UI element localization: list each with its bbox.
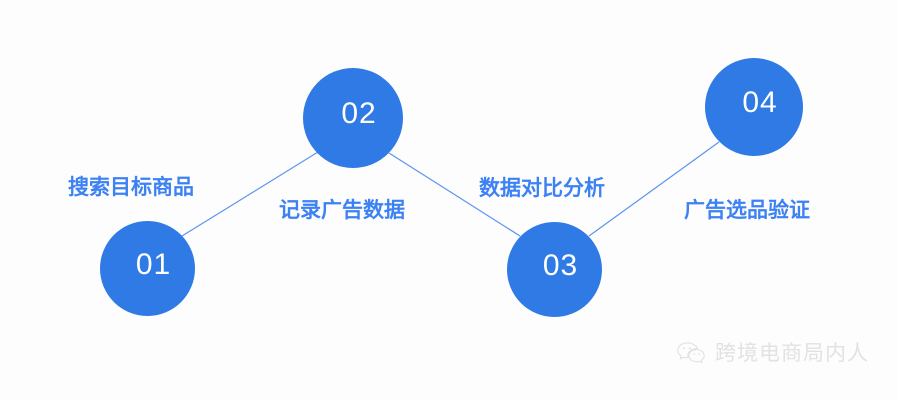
watermark-text: 跨境电商局内人 bbox=[715, 340, 869, 365]
step-label-04: 广告选品验证 bbox=[684, 198, 810, 222]
step-number-01: 01 bbox=[135, 247, 172, 281]
step-number-04: 04 bbox=[742, 86, 778, 119]
watermark: 跨境电商局内人 bbox=[676, 341, 869, 365]
step-label-03: 数据对比分析 bbox=[479, 176, 605, 200]
step-number-03: 03 bbox=[542, 248, 579, 282]
step-node-02[interactable]: 02 bbox=[303, 68, 403, 168]
step-node-03[interactable]: 03 bbox=[507, 222, 602, 317]
connector-01-02 bbox=[181, 151, 319, 237]
step-number-02: 02 bbox=[341, 97, 377, 130]
step-node-01[interactable]: 01 bbox=[100, 221, 195, 316]
step-label-02: 记录广告数据 bbox=[279, 198, 405, 222]
step-node-04[interactable]: 04 bbox=[705, 58, 803, 156]
wechat-icon bbox=[677, 342, 705, 364]
step-label-01: 搜索目标商品 bbox=[68, 175, 194, 199]
